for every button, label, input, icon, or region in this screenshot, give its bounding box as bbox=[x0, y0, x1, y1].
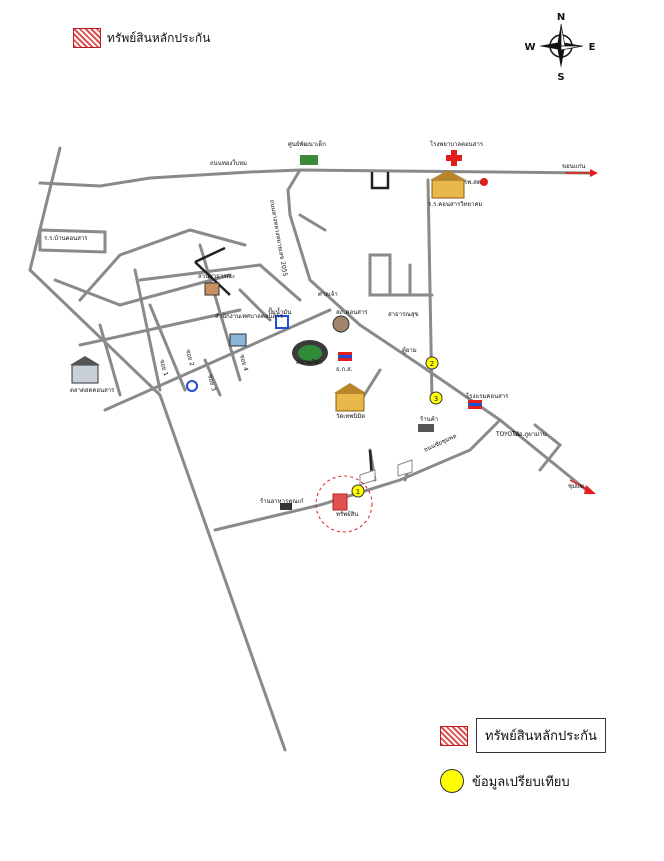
label-khonkaen: ขอนแก่น bbox=[562, 163, 585, 170]
label-temple: วัดเทพนิมิต bbox=[336, 413, 365, 420]
label-chum-phae: ชุมแพ bbox=[568, 483, 584, 490]
label-police: สภ.คอนสาร bbox=[336, 309, 368, 316]
misc-icons bbox=[186, 155, 488, 510]
label-bank-left: ธ.ก.ส. bbox=[336, 366, 353, 373]
comparison-marker-2: 2 bbox=[430, 360, 434, 368]
collateral-hatch-icon bbox=[440, 725, 468, 746]
legend-comparison: ข้อมูลเปรียบเทียบ bbox=[440, 769, 620, 793]
legend-bottom: ทรัพย์สินหลักประกัน ข้อมูลเปรียบเทียบ bbox=[440, 718, 620, 809]
label-toyota: TOYOTA bbox=[495, 431, 520, 438]
legend-collateral-label: ทรัพย์สินหลักประกัน bbox=[476, 718, 606, 753]
label-market: ตลาดสดคอนสาร bbox=[70, 387, 115, 394]
subject-property bbox=[315, 475, 373, 533]
label-hotel: โรงแรมคอนสาร bbox=[466, 392, 509, 400]
label-subject: ทรัพย์สิน bbox=[336, 510, 358, 518]
label-stadium: สนามกีฬา bbox=[296, 358, 322, 366]
label-district: สำนักงานเทศบาลคอนสาร bbox=[215, 313, 284, 320]
flag-icons bbox=[338, 352, 482, 409]
label-road-north: ถนนทองใบหม bbox=[210, 159, 247, 167]
label-health-ctr: รพ.สต. bbox=[464, 179, 483, 186]
road-network bbox=[28, 146, 592, 752]
label-road-vertical: ถนนทางหลวงหมายเลข 2055 bbox=[268, 199, 288, 277]
label-shop2: ร้านค้า bbox=[420, 416, 438, 423]
label-health: สาธารณสุข bbox=[388, 311, 419, 318]
label-soi4: ซอย 4 bbox=[238, 354, 249, 372]
label-police-box: ตู้ยาม bbox=[402, 347, 417, 354]
compass-e: E bbox=[589, 42, 596, 53]
compass-s: S bbox=[557, 72, 564, 82]
road-main-north bbox=[38, 168, 592, 188]
legend-collateral: ทรัพย์สินหลักประกัน bbox=[440, 718, 620, 753]
label-road-mid: ถนนชัยชุมพล bbox=[423, 433, 458, 454]
label-hospital: โรงพยาบาลคอนสาร bbox=[430, 140, 484, 148]
legend-comparison-label: ข้อมูลเปรียบเทียบ bbox=[472, 773, 570, 789]
comparison-marker-1: 1 bbox=[356, 488, 360, 496]
label-shop: ร้านอาหารคุณเก๋ bbox=[260, 498, 304, 505]
hospital-icon bbox=[446, 150, 462, 166]
label-soi1: ซอย 1 bbox=[158, 359, 169, 377]
compass-rose-icon: N S E W bbox=[524, 12, 596, 82]
legend-top-label: ทรัพย์สินหลักประกัน bbox=[107, 30, 211, 45]
collateral-swatch-icon bbox=[73, 28, 101, 48]
label-mosque: ศาลเจ้า bbox=[318, 291, 338, 298]
label-gas-station: ปั๊มน้ำมัน bbox=[268, 306, 291, 316]
label-soi3: ซอย 3 bbox=[206, 374, 217, 392]
label-road-right: ไปอ.ภูผาม่าน bbox=[511, 430, 547, 438]
school-building-icon bbox=[70, 170, 466, 412]
label-kindergarten: ศูนย์พัฒนาเด็ก bbox=[288, 139, 326, 148]
comparison-markers: 1 2 3 bbox=[351, 356, 443, 498]
stadium-icon bbox=[292, 340, 328, 366]
legend-top: ทรัพย์สินหลักประกัน bbox=[73, 28, 210, 48]
label-park: สวนสาธารณะ bbox=[198, 273, 235, 280]
direction-arrows bbox=[565, 169, 598, 494]
label-school-left: ร.ร.บ้านคอนสาร bbox=[44, 235, 88, 242]
comparison-circle-icon bbox=[440, 769, 464, 793]
compass-w: W bbox=[524, 42, 535, 53]
compass-n: N bbox=[557, 12, 565, 23]
comparison-marker-3: 3 bbox=[434, 395, 438, 403]
label-school-hs: ร.ร.คอนสารวิทยาคม bbox=[428, 201, 482, 208]
label-soi2: ซอย 2 bbox=[184, 349, 195, 367]
road-diagonal bbox=[286, 168, 592, 495]
